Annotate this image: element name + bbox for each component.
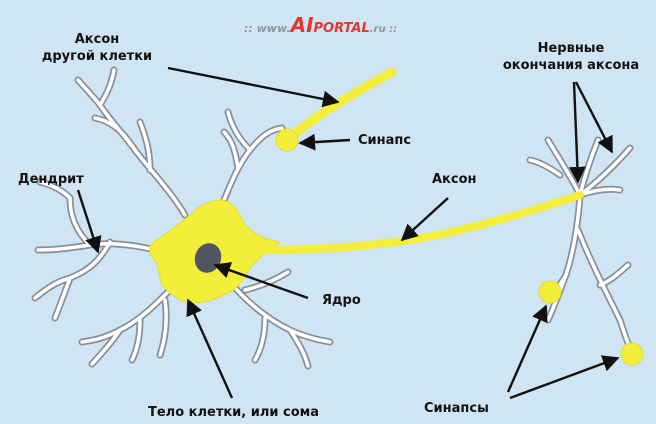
- label-axon-other-line1: Аксон: [75, 32, 120, 47]
- synapse-ball-right-1: [539, 281, 561, 303]
- arrow-synapse: [300, 140, 350, 143]
- label-axon-other-line2: другой клетки: [42, 49, 152, 64]
- arrow-synapses-2: [510, 358, 618, 398]
- label-synapses: Синапсы: [424, 401, 489, 416]
- other-cell-axon: [290, 72, 392, 138]
- synapse-ball-top: [276, 129, 298, 151]
- arrow-nerve-endings-1: [574, 82, 578, 182]
- label-axon: Аксон: [432, 172, 477, 187]
- label-nerve-endings-line1: Нервные: [538, 41, 605, 56]
- synapse-ball-right-2: [621, 343, 643, 365]
- dendrites: [35, 70, 632, 366]
- label-nerve-endings-line2: окончания аксона: [503, 58, 639, 73]
- arrow-synapses-1: [508, 306, 546, 392]
- label-synapse: Синапс: [358, 133, 411, 148]
- arrow-axon-other: [168, 68, 338, 102]
- label-soma: Тело клетки, или сома: [148, 405, 319, 420]
- label-dendrite: Дендрит: [18, 172, 84, 187]
- label-nucleus: Ядро: [322, 293, 361, 308]
- watermark: :: www.AIPORTAL.ru ::: [244, 13, 397, 37]
- arrow-soma: [188, 300, 232, 398]
